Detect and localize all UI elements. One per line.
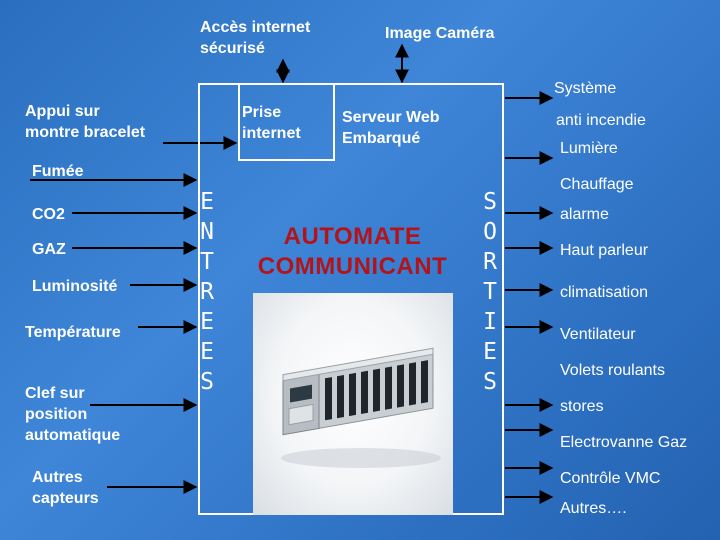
entrees-letter: T <box>200 249 214 275</box>
entrees-letter: R <box>200 279 214 305</box>
output-climatisation: climatisation <box>560 284 649 301</box>
prise-internet-line1: Prise <box>242 104 282 121</box>
entrees-vertical-label: E N T R E E S <box>197 187 217 397</box>
serveur-web-line1: Serveur Web <box>342 109 440 126</box>
sorties-letter: E <box>483 339 497 365</box>
prise-internet-line2: internet <box>242 125 301 142</box>
output-controle-vmc: Contrôle VMC <box>560 470 661 487</box>
camera-label: Image Caméra <box>385 25 495 42</box>
output-autres: Autres…. <box>560 500 627 517</box>
sorties-letter: T <box>483 279 497 305</box>
plc-controller-icon <box>281 347 441 468</box>
serveur-web-line2: Embarqué <box>342 130 421 147</box>
output-anti-incendie: anti incendie <box>556 112 646 129</box>
output-haut-parleur: Haut parleur <box>560 242 649 259</box>
autres-capteurs-line1: Autres <box>32 469 83 486</box>
autres-capteurs-label: Autres capteurs <box>32 467 99 509</box>
entrees-letter: E <box>200 189 214 215</box>
luminosite-label: Luminosité <box>32 278 118 295</box>
system-label: Système <box>554 80 617 97</box>
clef-line3: automatique <box>25 427 121 444</box>
serveur-web-label: Serveur Web Embarqué <box>342 107 440 149</box>
appui-line1: Appui sur <box>25 103 100 120</box>
output-electrovanne-gaz: Electrovanne Gaz <box>560 434 688 451</box>
internet-access-line2: sécurisé <box>200 40 265 57</box>
output-stores: stores <box>560 398 604 415</box>
output-ventilateur: Ventilateur <box>560 326 636 343</box>
sorties-letter: R <box>483 249 497 275</box>
clef-line1: Clef sur <box>25 385 85 402</box>
plc-controller-photo <box>253 293 453 515</box>
internet-access-line1: Accès internet <box>200 19 311 36</box>
sorties-letter: I <box>483 309 497 335</box>
gaz-label: GAZ <box>32 241 66 258</box>
entrees-letter: E <box>200 339 214 365</box>
co2-label: CO2 <box>32 206 65 223</box>
appui-label: Appui sur montre bracelet <box>25 101 145 143</box>
sorties-letter: S <box>483 369 497 395</box>
entrees-letter: N <box>200 219 214 245</box>
internet-access-label: Accès internet sécurisé <box>200 17 310 59</box>
autres-capteurs-line2: capteurs <box>32 490 99 507</box>
output-volets-roulants: Volets roulants <box>560 362 665 379</box>
appui-line2: montre bracelet <box>25 124 146 141</box>
entrees-letter: S <box>200 369 214 395</box>
temperature-label: Température <box>25 324 121 341</box>
output-alarme: alarme <box>560 206 609 223</box>
sorties-letter: S <box>483 189 497 215</box>
clef-line2: position <box>25 406 88 423</box>
sorties-letter: O <box>483 219 497 245</box>
output-lumiere: Lumière <box>560 140 618 157</box>
sorties-vertical-label: S O R T I E S <box>480 187 500 397</box>
prise-internet-label: Prise internet <box>242 102 301 144</box>
automate-title-line2: COMMUNICANT <box>257 253 448 280</box>
prise-internet-box <box>238 83 335 161</box>
automate-title-line1: AUTOMATE <box>283 223 422 250</box>
fumee-label: Fumée <box>32 163 84 180</box>
entrees-letter: E <box>200 309 214 335</box>
clef-label: Clef sur position automatique <box>25 383 120 446</box>
output-chauffage: Chauffage <box>560 176 634 193</box>
automate-title: AUTOMATE COMMUNICANT <box>225 222 480 282</box>
